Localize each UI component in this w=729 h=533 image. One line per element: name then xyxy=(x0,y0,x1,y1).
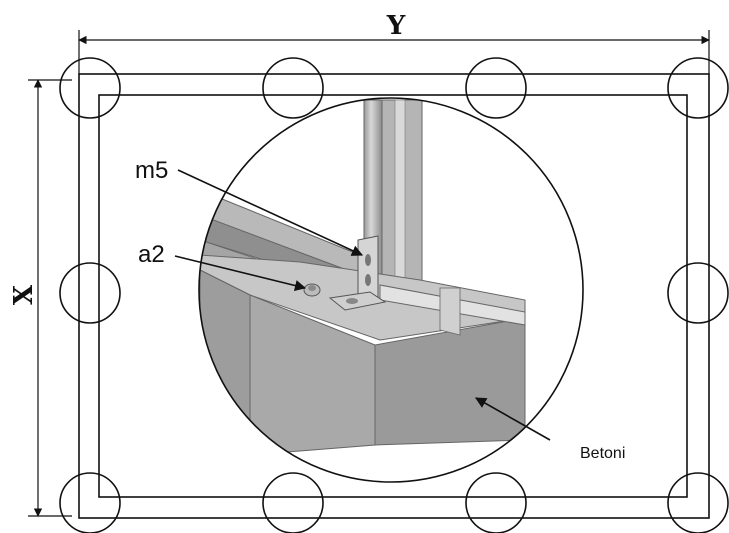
pier-circle xyxy=(465,472,527,533)
pier-circle xyxy=(667,472,729,533)
dimension-y-label: Y xyxy=(386,11,406,41)
pier-circle xyxy=(262,57,324,119)
callout-a2-label: a2 xyxy=(138,241,165,268)
pier-circle xyxy=(667,57,729,119)
pier-circle xyxy=(59,472,121,533)
dimension-y: Y xyxy=(78,11,710,75)
pier-circle xyxy=(667,262,729,324)
callout-betoni: Betoni xyxy=(475,397,668,474)
dimension-x: X xyxy=(9,79,72,517)
pier-circle xyxy=(262,472,324,533)
pier-circle xyxy=(465,57,527,119)
detail-view xyxy=(198,97,584,483)
pier-circle xyxy=(59,262,121,324)
callout-a2: a2 xyxy=(138,241,307,292)
pier-circle xyxy=(59,57,121,119)
callout-m5-label: m5 xyxy=(135,157,168,184)
dimension-x-label: X xyxy=(9,284,39,305)
callout-m5: m5 xyxy=(135,157,364,256)
pier-circles xyxy=(59,57,729,533)
foundation-frame xyxy=(78,73,710,519)
callout-betoni-label: Betoni xyxy=(580,445,625,462)
